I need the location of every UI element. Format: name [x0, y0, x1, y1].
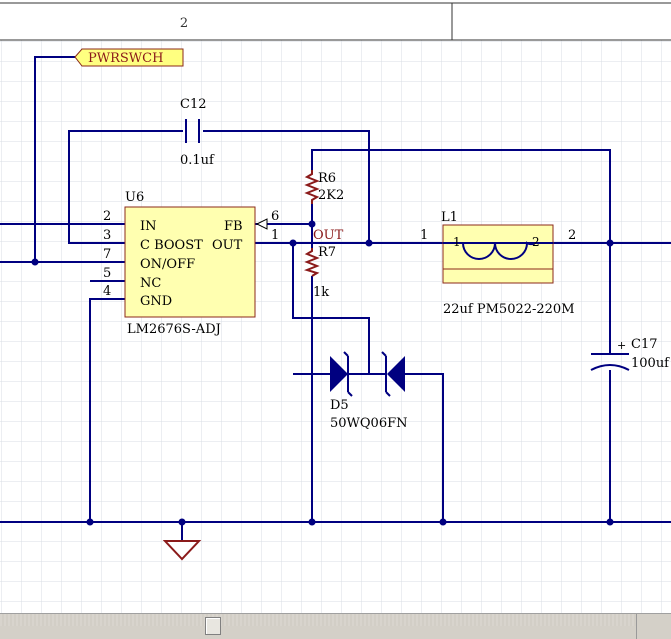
scrollbar-corner — [636, 614, 671, 639]
capacitor-c17[interactable]: + C17 100uf — [590, 337, 670, 371]
u6-pin-num-7: 7 — [103, 247, 111, 262]
c12-ref: C12 — [180, 97, 207, 112]
resistor-r6[interactable]: R6 2K2 — [304, 170, 344, 204]
u6-pin-num-2: 2 — [103, 209, 111, 224]
l1-pin2-num: 2 — [568, 228, 576, 243]
capacitor-c12[interactable]: C12 0.1uf — [180, 97, 215, 168]
r7-ref: R7 — [318, 245, 336, 260]
u6-pin-num-3: 3 — [103, 228, 111, 243]
u6-pin-name-nc: NC — [140, 276, 161, 291]
r6-value: 2K2 — [318, 188, 344, 203]
l1-pin2-inner: 2 — [532, 235, 540, 249]
u6-pin-name-cboost: C BOOST — [140, 238, 203, 253]
net-label-out[interactable]: OUT — [313, 228, 344, 243]
c17-ref: C17 — [631, 337, 658, 352]
scrollbar-thumb[interactable] — [205, 617, 221, 635]
d5-ref: D5 — [330, 398, 349, 413]
r7-value: 1k — [313, 285, 329, 300]
zone-number: 2 — [180, 16, 188, 31]
u6-pin-name-in: IN — [140, 219, 157, 234]
wires — [0, 56, 671, 540]
fb-input-arrow-icon — [255, 218, 268, 230]
c12-value: 0.1uf — [180, 153, 215, 168]
zone-header: 2 — [0, 0, 671, 41]
wire-c12-out — [203, 130, 370, 243]
ic-u6[interactable]: U6 LM2676S-ADJ IN C BOOST ON/OFF NC GND … — [103, 190, 279, 337]
net-label-pwrswch-text: PWRSWCH — [88, 51, 163, 66]
l1-pin1-inner: 1 — [453, 235, 461, 249]
c17-polarity: + — [617, 339, 626, 352]
junctions — [31, 220, 614, 526]
d5-value: 50WQ06FN — [330, 416, 408, 431]
wire-cboost — [68, 130, 183, 244]
u6-part: LM2676S-ADJ — [127, 322, 221, 337]
u6-pin-num-6: 6 — [271, 209, 279, 224]
u6-pin-name-out: OUT — [212, 238, 243, 253]
horizontal-scrollbar[interactable] — [0, 613, 671, 639]
l1-value: 22uf PM5022-220M — [443, 302, 575, 317]
schematic-canvas[interactable]: 2 — [0, 0, 671, 613]
u6-pin-name-onoff: ON/OFF — [140, 257, 195, 272]
scrollbar-track[interactable] — [0, 614, 671, 626]
ground-icon[interactable] — [162, 540, 202, 561]
l1-ref: L1 — [441, 210, 458, 225]
wire-pwrswch — [34, 56, 75, 262]
l1-pin1-num: 1 — [420, 228, 428, 243]
c17-value: 100uf — [631, 356, 670, 371]
r6-ref: R6 — [318, 171, 336, 186]
u6-pin-name-fb: FB — [224, 219, 243, 234]
u6-pin-name-gnd: GND — [140, 294, 172, 309]
schematic-sheet[interactable]: 2 — [0, 0, 671, 613]
u6-pin-num-5: 5 — [103, 266, 111, 281]
u6-ref: U6 — [125, 190, 144, 205]
net-label-pwrswch[interactable]: PWRSWCH — [74, 48, 184, 67]
u6-pin-num-4: 4 — [103, 284, 111, 299]
grid-background — [0, 0, 671, 613]
inductor-l1[interactable]: L1 22uf PM5022-220M 1 2 1 2 — [420, 210, 576, 317]
diode-d5[interactable]: D5 50WQ06FN — [330, 351, 408, 431]
resistor-r7[interactable]: R7 1k — [303, 245, 336, 300]
u6-pin-num-1: 1 — [271, 228, 279, 243]
